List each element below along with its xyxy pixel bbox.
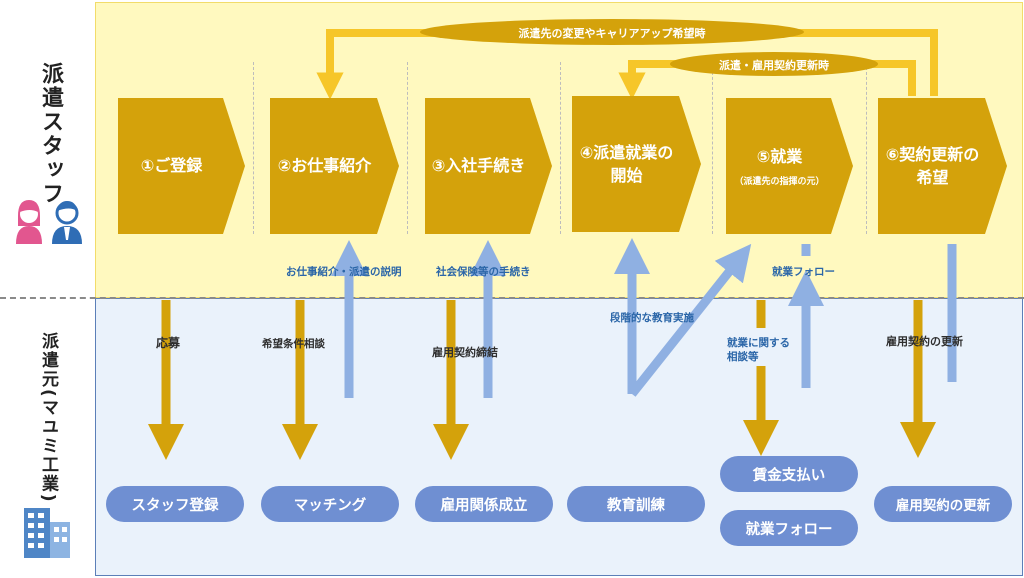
service-education-training: 教育訓練	[567, 486, 705, 522]
lane-separator	[253, 62, 254, 234]
step-title: ⑥契約更新の 希望	[885, 144, 980, 187]
outer-loop-label: 派遣先の変更やキャリアアップ希望時	[518, 27, 706, 40]
step-title: ①ご登録	[140, 156, 203, 176]
service-matching: マッチング	[261, 486, 399, 522]
staff-row-label: 派遣スタッフ	[38, 62, 63, 206]
insurance-label: 社会保険等の手続き	[436, 266, 531, 278]
step-title: ②お仕事紹介	[277, 156, 372, 176]
female-staff-icon	[16, 200, 42, 244]
conditions-label: 希望条件相談	[262, 338, 325, 350]
service-staff-registration: スタッフ登録	[106, 486, 244, 522]
company-row-label: 派遣元(マユミ工業)	[38, 332, 58, 504]
step-title: ④派遣就業の 開始	[579, 142, 674, 185]
step-shape-3	[425, 98, 552, 234]
step-title: ⑤就業	[756, 146, 803, 166]
inner-loop-oval	[670, 52, 878, 76]
service-contract-renewal: 雇用契約の更新	[874, 486, 1012, 522]
job-intro-label: お仕事紹介・派遣の説明	[286, 266, 402, 278]
service-wage-payment: 賃金支払い	[720, 456, 858, 492]
step-renewal-request: ⑥契約更新の 希望	[878, 98, 1007, 234]
lane-separator	[866, 62, 867, 234]
step-shape-5	[726, 98, 853, 234]
row-divider	[0, 297, 1024, 299]
step-shape-1	[118, 98, 245, 234]
service-work-follow-up: 就業フォロー	[720, 510, 858, 546]
company-building-icon	[24, 508, 70, 558]
lane-separator	[712, 62, 713, 234]
contract-label: 雇用契約締結	[432, 346, 498, 359]
step-shape-4	[572, 96, 701, 232]
renewal-label: 雇用契約の更新	[886, 335, 963, 348]
male-staff-icon	[52, 201, 82, 244]
service-employment-established: 雇用関係成立	[415, 486, 553, 522]
step-employment: ⑤就業 （派遣先の指揮の元）	[726, 98, 853, 234]
step-onboarding: ③入社手続き	[425, 98, 552, 234]
step-shape-6	[878, 98, 1007, 234]
staff-row-header	[0, 2, 95, 298]
staff-band	[95, 2, 1023, 298]
staff-people-icon	[16, 200, 82, 244]
step-title: ③入社手続き	[431, 156, 526, 176]
step-work-start: ④派遣就業の 開始	[572, 96, 701, 232]
step-subtitle: （派遣先の指揮の元）	[734, 177, 825, 188]
consult-label: 就業に関する 相談等	[727, 337, 790, 364]
education-label: 段階的な教育実施	[610, 312, 694, 324]
outer-loop-oval	[420, 19, 804, 45]
lane-separator	[407, 62, 408, 234]
follow-up-label: 就業フォロー	[772, 266, 835, 278]
education-arrow-diag	[628, 243, 752, 397]
step-job-introduction: ②お仕事紹介	[270, 98, 399, 234]
step-register: ①ご登録	[118, 98, 245, 234]
step-shape-2	[270, 98, 399, 234]
apply-label: 応募	[156, 336, 181, 350]
inner-loop-label: 派遣・雇用契約更新時	[719, 59, 829, 72]
lane-separator	[560, 62, 561, 234]
